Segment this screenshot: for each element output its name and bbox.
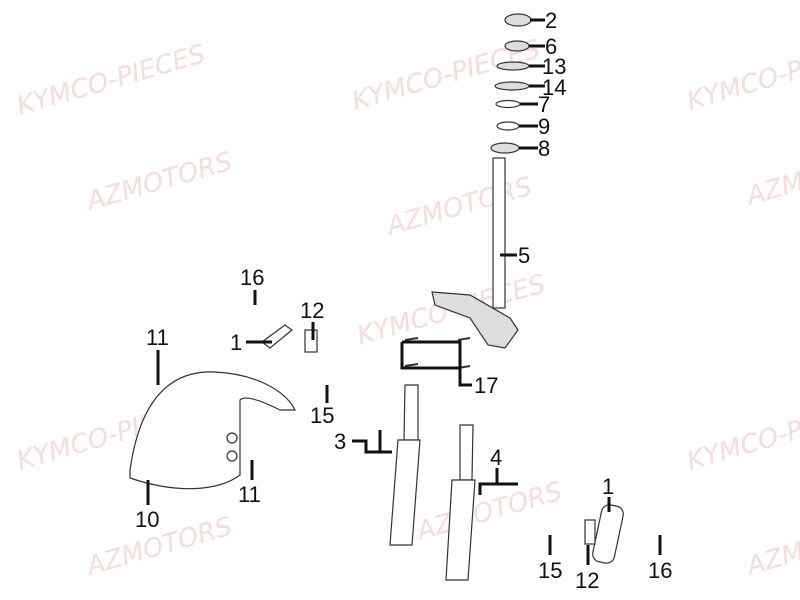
part-reflector-right	[592, 504, 624, 564]
callout-5: 5	[518, 243, 530, 268]
part-reflector-left	[260, 324, 293, 349]
fender-hole	[226, 450, 238, 462]
callout-4: 4	[490, 445, 502, 470]
callout-14: 14	[542, 75, 566, 100]
part-bracket-right	[584, 519, 596, 545]
callout-3: 3	[334, 429, 346, 454]
watermark-brand: KYMCO-PIECES	[14, 39, 209, 121]
part-race	[490, 142, 520, 154]
part-triple-clamp	[431, 291, 519, 349]
callout-16: 16	[240, 265, 264, 290]
callout-1: 1	[602, 474, 614, 499]
callout-15: 15	[310, 403, 334, 428]
part-front-fender	[129, 371, 296, 490]
part-fork-tube-right	[459, 424, 474, 481]
watermark-dealer: AZMOTORS	[82, 147, 236, 218]
callouts: 2 6 13 14 7 9 8 5 16 12 1 11 15 17 3 4 1…	[135, 8, 672, 593]
part-fork-slider-right	[445, 479, 476, 581]
watermark-brand: KYMCO-PIECES	[684, 34, 800, 116]
part-nut	[504, 13, 532, 27]
part-fork-tube-left	[403, 384, 419, 441]
callout-2: 2	[545, 8, 557, 33]
part-nut	[504, 40, 530, 52]
callout-6: 6	[545, 34, 557, 59]
part-fork-slider-left	[389, 439, 421, 546]
leader-lines	[146, 18, 662, 565]
callout-11: 11	[146, 325, 169, 350]
callout-12: 12	[575, 568, 599, 593]
callout-11: 11	[238, 482, 261, 507]
callout-9: 9	[538, 114, 550, 139]
callout-13: 13	[542, 54, 566, 79]
part-bearing	[494, 81, 530, 91]
callout-1: 1	[230, 330, 242, 355]
callout-12: 12	[300, 298, 324, 323]
watermark-dealer: AZMOTORS	[742, 142, 800, 213]
part-steering-stem	[492, 157, 506, 309]
part-bracket-left	[304, 329, 318, 353]
callout-7: 7	[538, 92, 550, 117]
part-seal	[496, 121, 520, 131]
part-race	[495, 99, 521, 109]
callout-17: 17	[474, 373, 498, 398]
watermark-dealer: AZMOTORS	[412, 477, 566, 548]
watermark-dealer: AZMOTORS	[742, 512, 800, 583]
watermark-brand: KYMCO-PIECES	[684, 394, 800, 476]
callout-8: 8	[538, 136, 550, 161]
callout-15: 15	[538, 558, 562, 583]
callout-16: 16	[648, 558, 672, 583]
callout-10: 10	[135, 507, 159, 532]
steering-head-parts	[389, 13, 532, 581]
fender-hole	[226, 432, 238, 444]
watermark-dealer: AZMOTORS	[382, 172, 536, 243]
part-bearing	[496, 61, 530, 71]
